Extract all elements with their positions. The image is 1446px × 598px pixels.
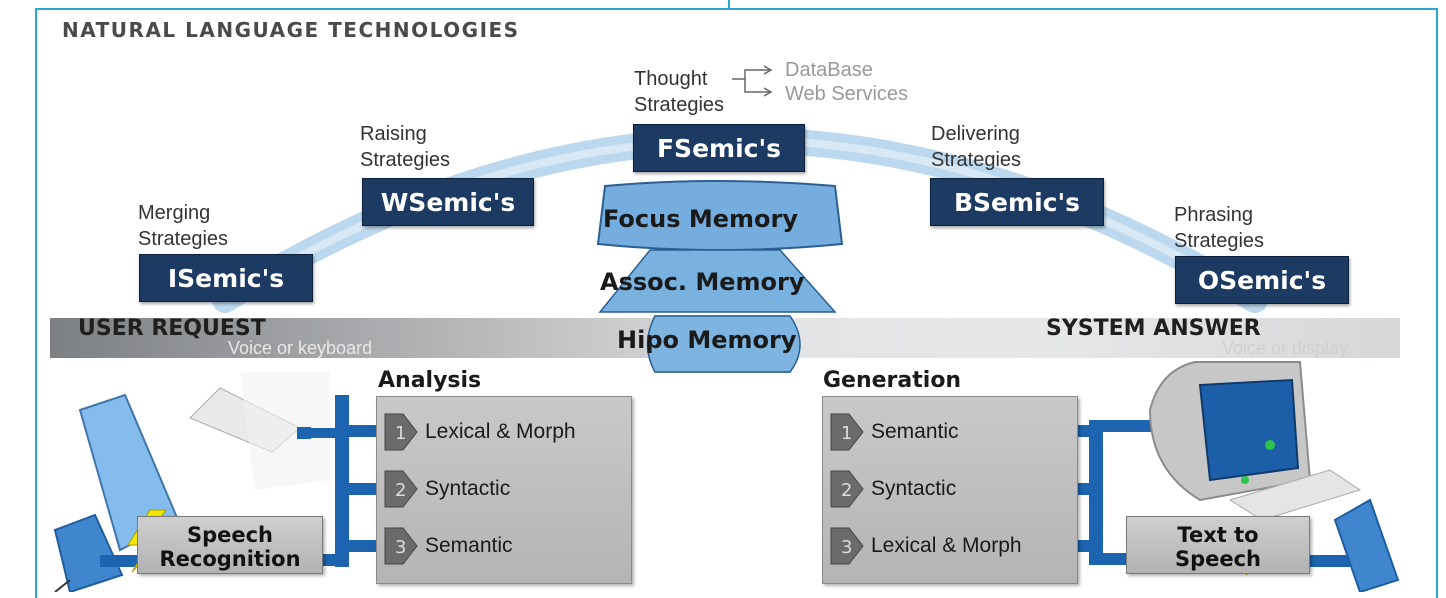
osemics-box: OSemic's [1175,256,1349,304]
analysis-step-1-label: Lexical & Morph [425,420,576,443]
hipo-memory-label: Hipo Memory [617,326,797,354]
analysis-step-1: 1 Lexical & Morph [383,409,576,455]
wsemics-box: WSemic's [362,178,534,226]
frame-divider [728,0,730,10]
focus-memory-label: Focus Memory [603,205,798,233]
analysis-title: Analysis [378,368,482,393]
svg-text:1: 1 [841,423,852,444]
step-1-arrow-icon: 1 [384,413,418,451]
assoc-memory-label: Assoc. Memory [600,268,805,296]
outer-frame [35,8,1438,598]
web-services-label: Web Services [785,83,909,105]
svg-text:1: 1 [395,423,406,444]
generation-step-3: 3 Lexical & Morph [829,523,1022,569]
svg-text:2: 2 [841,480,852,501]
keyboard-left-icon [189,372,330,490]
focus-memory-shape [596,180,844,251]
step-2-arrow-icon: 2 [384,470,418,508]
left-connectors [100,395,377,567]
generation-step-2: 2 Syntactic [829,466,956,512]
step-3-arrow-icon: 3 [384,527,418,565]
analysis-panel: 1 Lexical & Morph 2 Syntactic 3 Semantic [376,396,632,584]
analysis-step-3-label: Semantic [425,534,513,557]
system-answer-subtitle: Voice or display [1222,338,1349,358]
svg-text:3: 3 [395,537,406,558]
gen-step-2-arrow-icon: 2 [830,470,864,508]
assoc-memory-shape [598,249,837,313]
generation-panel: 1 Semantic 2 Syntactic 3 Lexical & Morph [822,396,1078,584]
phone-right-icon [1333,498,1400,592]
generation-step-1: 1 Semantic [829,409,959,455]
gen-step-3-arrow-icon: 3 [830,527,864,565]
user-request-subtitle: Voice or keyboard [228,338,373,358]
analysis-step-3: 3 Semantic [383,523,513,569]
generation-step-3-label: Lexical & Morph [871,534,1022,557]
page-title: NATURAL LANGUAGE TECHNOLOGIES [62,18,520,42]
user-request-title: USER REQUEST [78,316,266,341]
svg-text:2: 2 [395,480,406,501]
database-label: DataBase [785,59,873,81]
monitor-right-icon [1148,361,1362,521]
fsemics-box: FSemic's [633,124,805,172]
svg-text:3: 3 [841,537,852,558]
gen-step-1-arrow-icon: 1 [830,413,864,451]
system-answer-title: SYSTEM ANSWER [1046,316,1261,341]
generation-step-2-label: Syntactic [871,477,957,500]
services-arrows [732,65,773,97]
services-list: DataBase Web Services [785,58,908,106]
isemics-box: ISemic's [139,254,313,302]
generation-title: Generation [823,368,962,393]
analysis-step-2-label: Syntactic [425,477,511,500]
bsemics-box: BSemic's [930,178,1104,226]
generation-step-1-label: Semantic [871,420,959,443]
analysis-step-2: 2 Syntactic [383,466,510,512]
